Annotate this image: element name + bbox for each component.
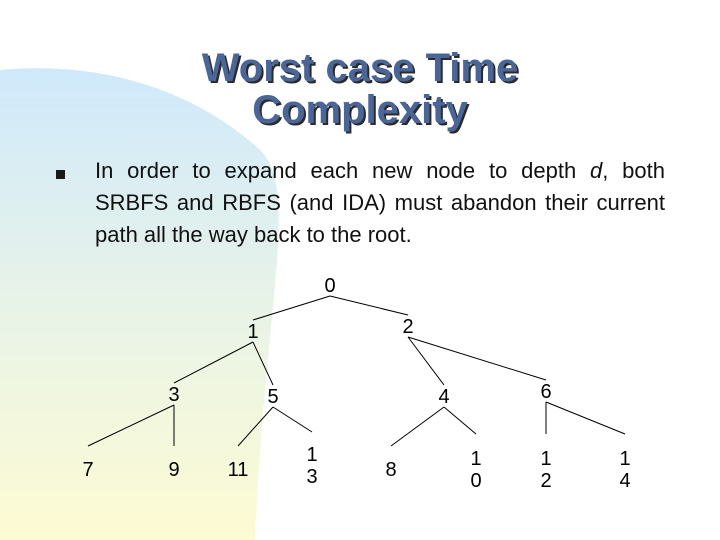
tree-node-14-line-2: 4: [619, 470, 631, 492]
tree-node-10-line-2: 0: [470, 470, 482, 492]
bullet-text: In order to expand each new node to dept…: [95, 155, 665, 251]
tree-node-9: 9: [168, 459, 180, 481]
tree-edge-1-5: [252, 341, 274, 386]
tree-node-14-line-1: 1: [619, 448, 631, 470]
tree-node-8: 8: [385, 459, 397, 481]
tree-edge-4-8: [390, 406, 445, 447]
bullet-text-part-1: In order to expand each new node to dept…: [95, 158, 590, 183]
tree-edge-4-10: [443, 406, 477, 435]
tree-node-11: 11: [227, 459, 249, 481]
tree-node-7: 7: [82, 459, 94, 481]
tree-node-0: 0: [324, 275, 336, 297]
tree-edge-2-6: [407, 336, 547, 381]
square-bullet-icon: [56, 170, 65, 179]
tree-node-10-line-1: 1: [470, 448, 482, 470]
tree-node-12-line-2: 2: [540, 470, 552, 492]
tree-node-12-line-1: 1: [540, 448, 552, 470]
tree-node-6: 6: [540, 381, 552, 403]
tree-node-5: 5: [267, 386, 279, 408]
tree-edge-5-13: [272, 406, 313, 433]
tree-node-2: 2: [402, 316, 414, 338]
tree-edge-0-2: [329, 295, 409, 316]
tree-node-13-line-1: 1: [306, 444, 318, 466]
tree-node-13-line-2: 3: [306, 466, 318, 488]
tree-node-1: 1: [247, 321, 259, 343]
slide-title-line-2: Complexity: [252, 88, 468, 132]
tree-edge-5-11: [237, 406, 274, 447]
bullet-text-italic-depth: d: [590, 158, 603, 183]
slide-title-line-1: Worst case Time: [201, 46, 519, 90]
tree-node-3: 3: [168, 384, 180, 406]
bullet-text-part-2: , both SRBFS and RBFS (and IDA) must aba…: [95, 158, 665, 247]
tree-edge-1-3: [173, 341, 254, 384]
tree-edge-0-1: [252, 295, 331, 321]
tree-edge-2-4: [407, 336, 445, 386]
tree-edge-3-7: [87, 404, 175, 447]
tree-node-4: 4: [438, 386, 450, 408]
tree-edge-6-14: [545, 401, 626, 435]
